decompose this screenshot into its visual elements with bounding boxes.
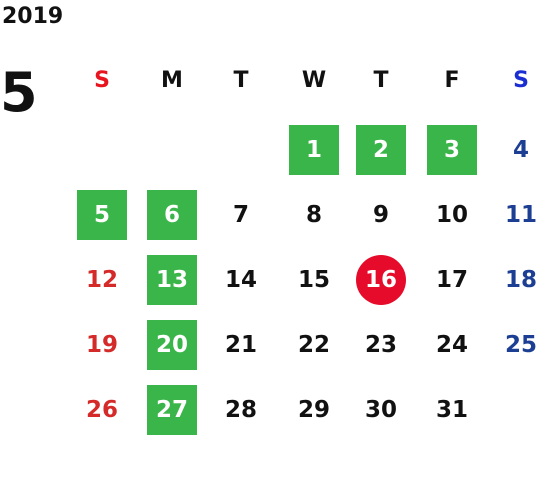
day-cell-7[interactable]: 7 — [232, 202, 249, 228]
day-cell-13[interactable]: 13 — [147, 255, 197, 305]
weekday-monday: M — [161, 68, 183, 93]
day-cell-25[interactable]: 25 — [504, 332, 537, 358]
day-cell-4[interactable]: 4 — [512, 137, 529, 163]
day-cell-31[interactable]: 31 — [435, 397, 468, 423]
day-cell-6[interactable]: 6 — [147, 190, 197, 240]
day-cell-14[interactable]: 14 — [224, 267, 257, 293]
day-cell-23[interactable]: 23 — [364, 332, 397, 358]
day-cell-24[interactable]: 24 — [435, 332, 468, 358]
day-cell-20[interactable]: 20 — [147, 320, 197, 370]
day-cell-29[interactable]: 29 — [297, 397, 330, 423]
day-cell-15[interactable]: 15 — [297, 267, 330, 293]
day-cell-11[interactable]: 11 — [504, 202, 537, 228]
day-cell-2[interactable]: 2 — [356, 125, 406, 175]
day-cell-3[interactable]: 3 — [427, 125, 477, 175]
day-cell-16[interactable]: 16 — [356, 255, 406, 305]
day-cell-5[interactable]: 5 — [77, 190, 127, 240]
day-cell-10[interactable]: 10 — [435, 202, 468, 228]
day-cell-17[interactable]: 17 — [435, 267, 468, 293]
month-label: 5 — [0, 61, 38, 124]
day-cell-1[interactable]: 1 — [289, 125, 339, 175]
day-cell-22[interactable]: 22 — [297, 332, 330, 358]
day-cell-28[interactable]: 28 — [224, 397, 257, 423]
weekday-sunday: S — [94, 68, 110, 93]
weekday-saturday: S — [513, 68, 529, 93]
weekday-thursday: T — [373, 68, 389, 93]
day-cell-27[interactable]: 27 — [147, 385, 197, 435]
day-cell-19[interactable]: 19 — [85, 332, 118, 358]
weekday-tuesday: T — [233, 68, 249, 93]
day-cell-8[interactable]: 8 — [305, 202, 322, 228]
weekday-friday: F — [444, 68, 460, 93]
day-cell-30[interactable]: 30 — [364, 397, 397, 423]
day-cell-21[interactable]: 21 — [224, 332, 257, 358]
day-cell-18[interactable]: 18 — [504, 267, 537, 293]
day-cell-26[interactable]: 26 — [85, 397, 118, 423]
weekday-wednesday: W — [301, 68, 327, 93]
year-label: 2019 — [2, 4, 64, 29]
day-cell-9[interactable]: 9 — [372, 202, 389, 228]
day-cell-12[interactable]: 12 — [85, 267, 118, 293]
